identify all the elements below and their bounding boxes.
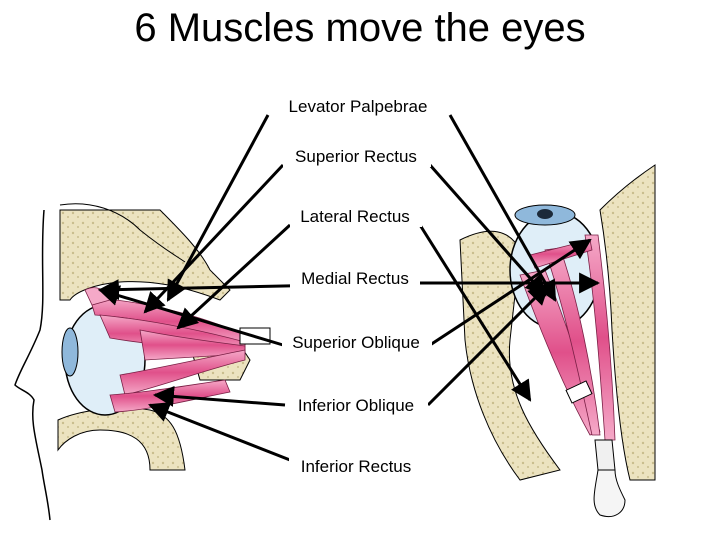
arrow-superior-oblique-right — [429, 238, 592, 347]
slide-title: 6 Muscles move the eyes — [134, 6, 586, 50]
arrow-superior-rectus-right — [428, 164, 547, 297]
label-inferior-rectus: Inferior Rectus — [301, 457, 412, 476]
arrow-inferior-oblique-right — [426, 283, 550, 407]
label-levator-palpebrae: Levator Palpebrae — [289, 97, 428, 116]
arrow-levator-right — [448, 114, 557, 302]
label-superior-rectus: Superior Rectus — [295, 147, 417, 166]
label-medial-rectus: Medial Rectus — [301, 269, 409, 288]
arrow-superior-oblique-left — [97, 285, 284, 347]
arrow-lateral-rectus-left — [176, 223, 292, 330]
arrow-inferior-oblique-left — [152, 385, 286, 407]
label-superior-oblique: Superior Oblique — [292, 333, 420, 352]
pointer-arrows — [97, 114, 601, 462]
label-lateral-rectus: Lateral Rectus — [300, 207, 410, 226]
eye-side-view-illustration — [14, 203, 271, 521]
arrow-inferior-rectus-left — [148, 402, 291, 462]
arrow-lateral-rectus-right — [418, 224, 532, 402]
muscle-labels: Levator Palpebrae Superior Rectus Latera… — [276, 95, 440, 477]
label-inferior-oblique: Inferior Oblique — [298, 396, 414, 415]
eye-top-view-illustration — [459, 164, 656, 517]
